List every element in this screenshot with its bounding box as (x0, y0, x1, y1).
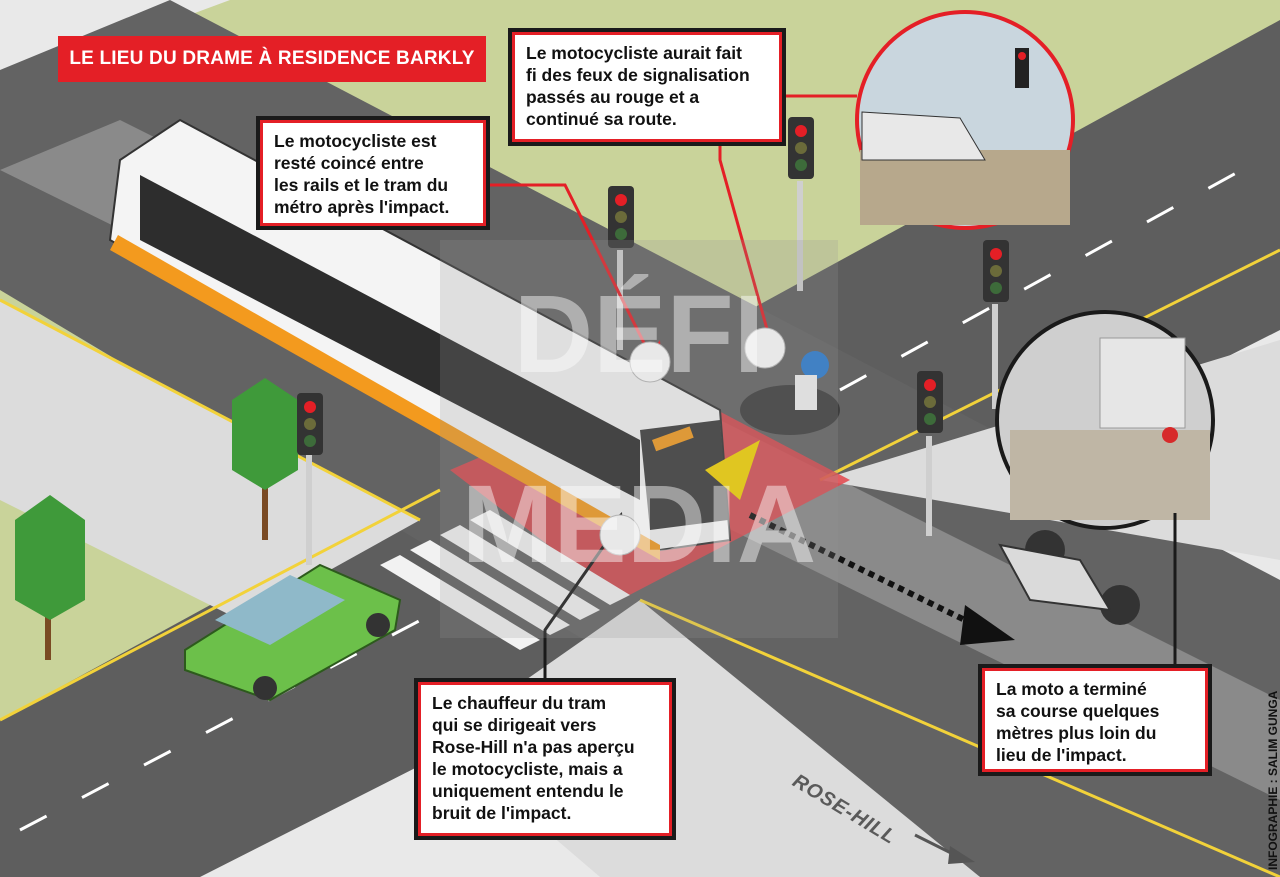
callout-line: continué sa route. (526, 109, 677, 129)
traffic-light (983, 240, 1009, 409)
traffic-light (788, 117, 814, 291)
callout-line: Rose-Hill n'a pas aperçu (432, 737, 635, 757)
callout-line: Le motocycliste aurait fait (526, 43, 742, 63)
watermark-line-1: DÉFI (513, 273, 765, 396)
callout-line: sa course quelques (996, 701, 1160, 721)
callout-line: le motocycliste, mais a (432, 759, 623, 779)
traffic-light (917, 371, 943, 536)
callout-line: Le chauffeur du tram (432, 693, 607, 713)
callout-stuck: Le motocycliste est resté coincé entre l… (256, 116, 490, 230)
callout-line: qui se dirigeait vers (432, 715, 597, 735)
motorcycle-crash (705, 351, 840, 500)
pedestrian-crossing (380, 510, 630, 650)
watermark-line-2: MEDIA (461, 463, 817, 586)
photo-inset-memorial (995, 310, 1215, 530)
traffic-light (297, 393, 323, 565)
watermark: DÉFI MEDIA (440, 240, 838, 638)
callout-driver: Le chauffeur du tram qui se dirigeait ve… (414, 678, 676, 840)
callout-line: fi des feux de signalisation (526, 65, 750, 85)
callout-line: passés au rouge et a (526, 87, 700, 107)
tram (108, 118, 732, 560)
callout-line: Le motocycliste est (274, 131, 437, 151)
callout-line: La moto a terminé (996, 679, 1147, 699)
callout-line: bruit de l'impact. (432, 803, 572, 823)
traffic-light (608, 186, 634, 350)
green-car (184, 563, 402, 702)
callout-line: mètres plus loin du (996, 723, 1157, 743)
callout-line: lieu de l'impact. (996, 745, 1127, 765)
traffic-light-group (297, 117, 1009, 565)
callout-line: uniquement entendu le (432, 781, 624, 801)
tree-left (15, 495, 85, 660)
callout-bike-end: La moto a terminé sa course quelques mèt… (978, 664, 1212, 776)
callout-line: les rails et le tram du (274, 175, 449, 195)
fallen-motorbike (998, 530, 1140, 625)
page-title: LE LIEU DU DRAME À RESIDENCE BARKLY (58, 36, 486, 82)
callout-line: métro après l'impact. (274, 197, 450, 217)
credit-text: INFOGRAPHIE : SALIM GUNGA (1266, 690, 1280, 870)
callout-red-light: Le motocycliste aurait fait fi des feux … (508, 28, 786, 146)
photo-inset-tram (855, 10, 1075, 230)
tree-middle (232, 378, 298, 540)
callout-line: resté coincé entre (274, 153, 424, 173)
